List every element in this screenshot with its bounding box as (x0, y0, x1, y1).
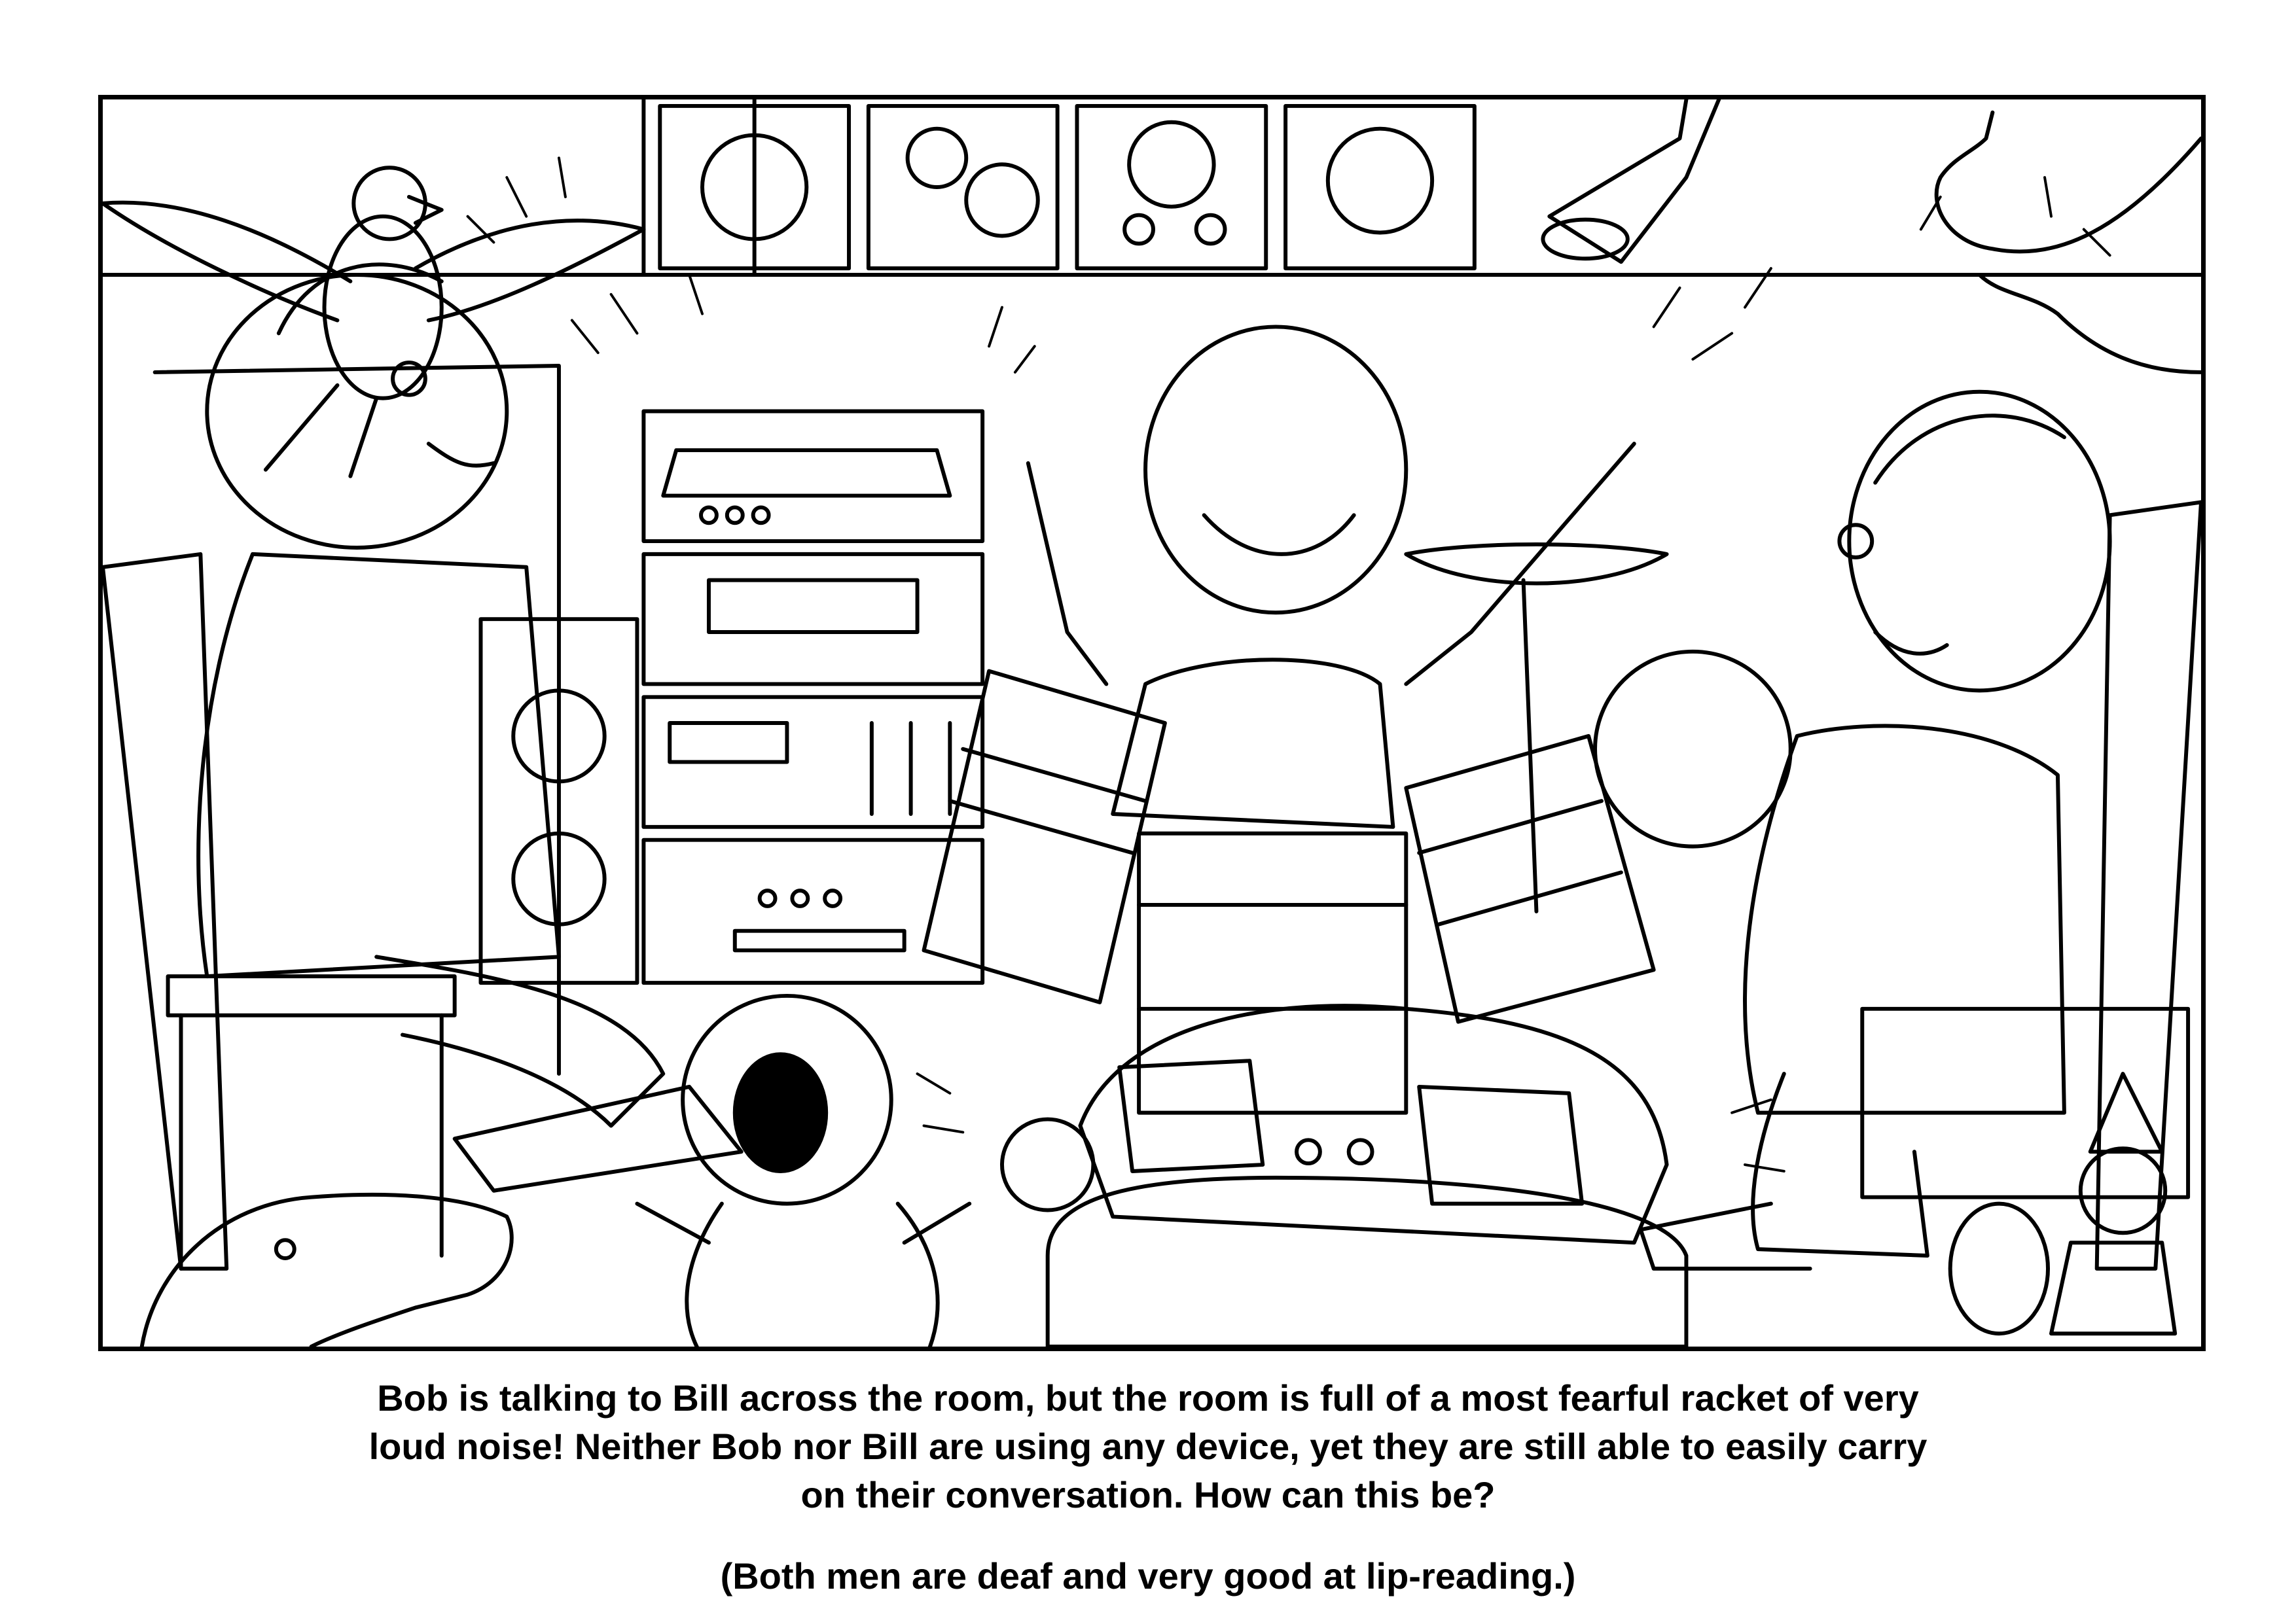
room-illustration (103, 99, 2201, 1347)
wall-panels (103, 99, 2201, 277)
crying-baby-figure (635, 993, 972, 1347)
dog-icon (139, 1193, 514, 1347)
clown-toy-icon (1948, 1072, 2178, 1336)
puzzle-question: Bob is talking to Bill across the room, … (0, 1374, 2296, 1519)
boombox-icon (1000, 1004, 1689, 1347)
puzzle-question-line-3: on their conversation. How can this be? (800, 1474, 1496, 1515)
puzzle-answer: (Both men are deaf and very good at lip-… (720, 1555, 1576, 1597)
stereo-tower (478, 409, 985, 985)
bob-figure (103, 262, 744, 1271)
elephant-trunk-icon (1934, 110, 2201, 374)
noise-lines (466, 156, 2111, 1173)
ceiling-lamp-icon (1541, 99, 1721, 264)
puzzle-question-line-2: loud noise! Neither Bob nor Bill are usi… (368, 1426, 1928, 1467)
puzzle-question-line-1: Bob is talking to Bill across the room, … (377, 1377, 1919, 1419)
bill-figure (1638, 389, 2201, 1271)
drummer-figure (1026, 325, 1669, 913)
drum-kit (922, 649, 1793, 1115)
illustration-frame (98, 95, 2206, 1351)
